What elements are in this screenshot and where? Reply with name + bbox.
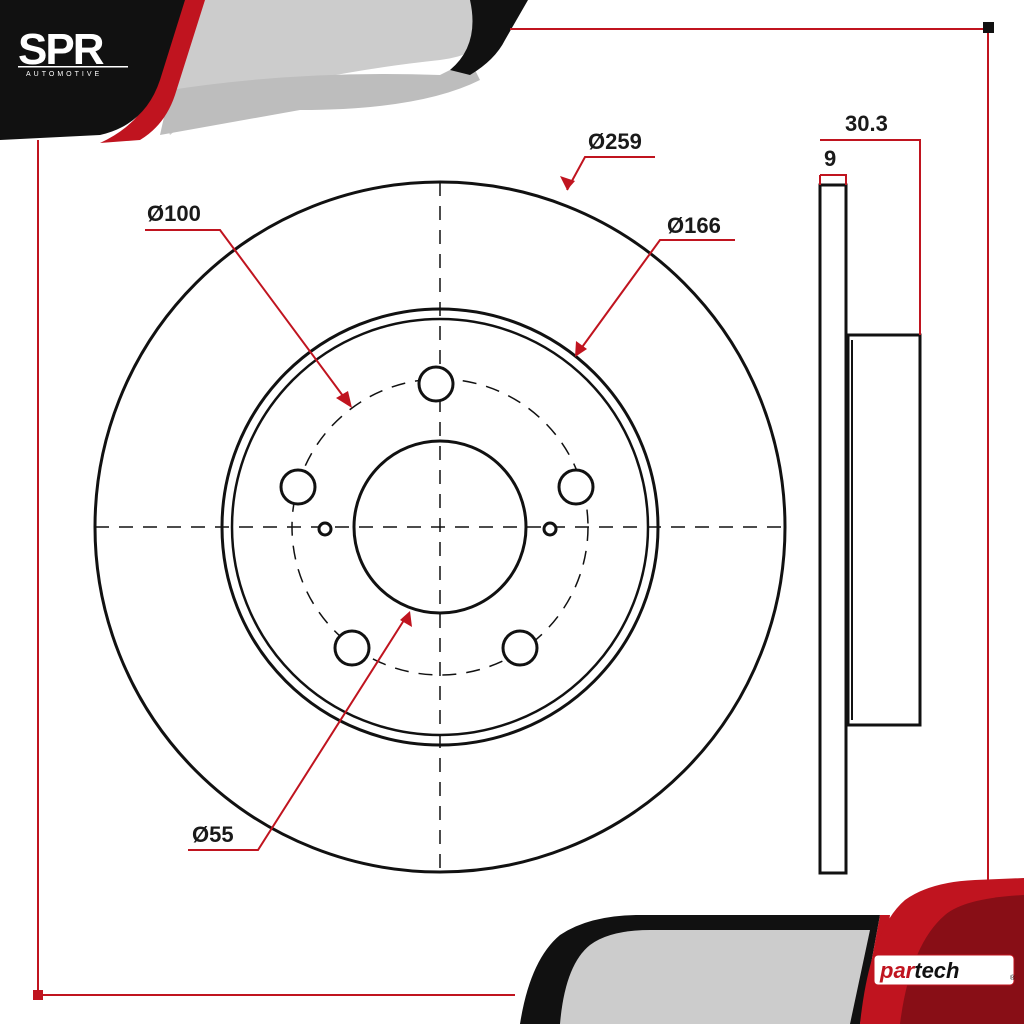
disc-hat-profile bbox=[846, 333, 922, 727]
dimension-leaders bbox=[145, 139, 921, 851]
frame-lines bbox=[37, 28, 989, 996]
header-band bbox=[0, 0, 528, 143]
disc-thickness-label: 9 bbox=[824, 146, 836, 171]
footer-band bbox=[520, 878, 1024, 1024]
lug-hole bbox=[557, 468, 595, 506]
partech-registered-mark: ® bbox=[1010, 974, 1016, 982]
spr-logo-subtitle: AUTOMOTIVE bbox=[26, 71, 102, 78]
total-height-label: 30.3 bbox=[845, 111, 888, 136]
lug-hole bbox=[417, 365, 455, 403]
spr-logo: SPR AUTOMOTIVE bbox=[18, 25, 128, 78]
frame-corner-marker bbox=[33, 990, 43, 1000]
disc-side-view bbox=[818, 183, 922, 875]
lug-hole bbox=[279, 468, 317, 506]
svg-text:partech: partech bbox=[879, 958, 960, 983]
center-bore-label: Ø55 bbox=[192, 822, 234, 847]
disc-front-view bbox=[93, 180, 787, 874]
disc-friction-ring-profile bbox=[818, 183, 848, 875]
partech-logo: partech ® bbox=[873, 954, 1016, 986]
hat-diameter-label: Ø166 bbox=[667, 213, 721, 238]
dimension-arrowheads bbox=[336, 176, 587, 627]
lug-hole bbox=[333, 629, 371, 667]
outer-diameter-label: Ø259 bbox=[588, 129, 642, 154]
partech-logo-part1: par bbox=[879, 958, 916, 983]
frame-corner-marker bbox=[983, 22, 994, 33]
locating-hole bbox=[542, 521, 558, 537]
spr-logo-text: SPR bbox=[18, 25, 104, 74]
lug-hole bbox=[501, 629, 539, 667]
bolt-circle-label: Ø100 bbox=[147, 201, 201, 226]
partech-logo-part2: tech bbox=[914, 958, 959, 983]
locating-hole bbox=[317, 521, 333, 537]
center-bore bbox=[352, 439, 528, 615]
